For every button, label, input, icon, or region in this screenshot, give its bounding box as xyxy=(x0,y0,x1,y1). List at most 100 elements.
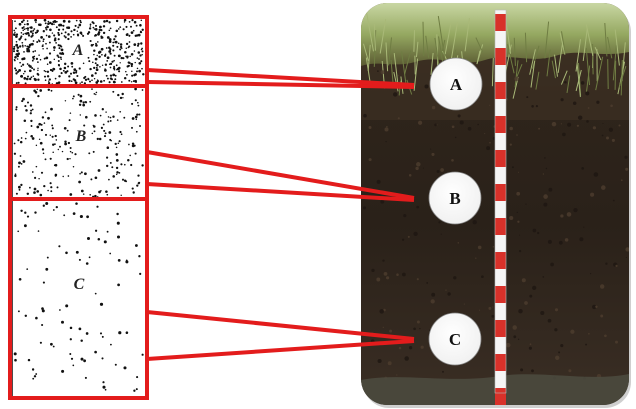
soil-speck xyxy=(379,309,384,314)
texture-dot xyxy=(92,124,95,127)
texture-dot xyxy=(120,133,123,136)
texture-dot xyxy=(134,73,137,76)
texture-dot xyxy=(101,335,104,338)
grass-blade xyxy=(595,56,604,91)
horizon-a-texture xyxy=(12,18,145,85)
texture-dot xyxy=(48,78,51,81)
texture-dot xyxy=(88,27,92,30)
texture-dot xyxy=(118,68,120,70)
soil-speck xyxy=(491,314,495,318)
texture-dot xyxy=(113,65,115,68)
texture-dot xyxy=(35,165,38,168)
texture-dot xyxy=(43,75,47,78)
connector-c-bottom xyxy=(146,339,415,361)
texture-dot xyxy=(21,57,24,61)
soil-speck xyxy=(481,275,484,279)
texture-dot xyxy=(132,29,135,32)
texture-dot xyxy=(138,58,140,60)
texture-dot xyxy=(22,46,24,48)
texture-dot xyxy=(109,27,112,30)
soil-speck xyxy=(417,120,423,125)
texture-dot xyxy=(30,35,33,38)
texture-dot xyxy=(70,357,74,360)
soil-speck xyxy=(612,199,615,202)
texture-dot xyxy=(51,124,54,127)
texture-dot xyxy=(106,36,110,39)
texture-dot xyxy=(37,61,39,63)
texture-dot xyxy=(89,23,92,26)
texture-dot xyxy=(27,75,29,78)
texture-dot xyxy=(40,123,43,126)
horizon-c-texture xyxy=(13,202,144,392)
texture-dot xyxy=(50,107,53,111)
soil-speck xyxy=(386,276,390,280)
texture-dot xyxy=(57,148,59,151)
soil-speck xyxy=(408,174,412,177)
texture-dot xyxy=(116,171,119,174)
texture-dot xyxy=(101,357,104,360)
texture-dot xyxy=(113,81,116,84)
texture-dot xyxy=(95,93,97,96)
texture-dot xyxy=(119,130,122,134)
texture-dot xyxy=(23,70,26,73)
texture-dot xyxy=(18,161,21,165)
texture-dot xyxy=(94,62,97,65)
soil-speck xyxy=(397,74,399,77)
soil-speck xyxy=(520,368,524,372)
soil-speck xyxy=(540,310,545,316)
texture-dot xyxy=(89,39,92,43)
texture-dot xyxy=(82,34,85,37)
texture-dot xyxy=(93,66,96,70)
texture-dot xyxy=(39,193,43,197)
texture-dot xyxy=(94,114,97,117)
texture-dot xyxy=(14,56,17,59)
soil-speck xyxy=(408,346,413,350)
texture-dot xyxy=(137,51,141,54)
soil-speck xyxy=(512,325,517,330)
texture-dot xyxy=(88,60,91,63)
connector-c-top xyxy=(146,310,415,341)
soil-speck xyxy=(420,345,424,349)
texture-dot xyxy=(50,89,53,92)
soil-speck xyxy=(516,134,518,136)
soil-speck xyxy=(402,272,406,277)
grass-blade xyxy=(367,44,371,72)
texture-dot xyxy=(67,141,71,145)
texture-dot xyxy=(105,190,108,193)
texture-dot xyxy=(141,50,144,53)
texture-dot xyxy=(28,33,30,35)
texture-dot xyxy=(106,77,109,80)
texture-dot xyxy=(82,193,85,195)
texture-dot xyxy=(33,191,36,194)
texture-dot xyxy=(116,68,118,71)
texture-dot xyxy=(83,82,87,85)
texture-dot xyxy=(12,47,16,51)
texture-dot xyxy=(16,58,19,60)
texture-dot xyxy=(138,69,141,73)
texture-dot xyxy=(68,79,71,83)
soil-speck xyxy=(484,133,486,135)
texture-dot xyxy=(110,343,112,346)
texture-dot xyxy=(69,157,71,160)
texture-dot xyxy=(93,49,96,52)
texture-dot xyxy=(125,260,129,264)
horizon-b-texture xyxy=(13,87,144,198)
texture-dot xyxy=(32,57,35,60)
texture-dot xyxy=(117,54,121,58)
ruler-stripe xyxy=(495,14,506,31)
texture-dot xyxy=(95,81,99,84)
soil-speck xyxy=(579,237,584,242)
texture-dot xyxy=(36,125,40,129)
ruler-stripe xyxy=(495,184,506,201)
texture-dot xyxy=(71,65,74,68)
texture-dot xyxy=(45,202,49,205)
texture-dot xyxy=(85,115,88,119)
texture-dot xyxy=(131,18,134,22)
texture-dot xyxy=(70,62,74,65)
texture-dot xyxy=(37,94,40,98)
soil-speck xyxy=(463,303,465,305)
grass-blade xyxy=(438,36,444,66)
texture-dot xyxy=(115,173,118,176)
texture-dot xyxy=(53,49,56,52)
texture-dot xyxy=(27,358,31,362)
